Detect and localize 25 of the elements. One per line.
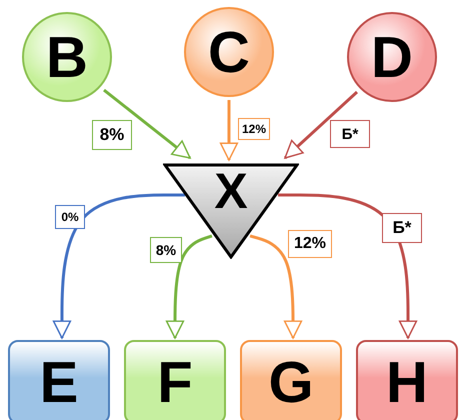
edge-label: 8% <box>92 120 132 150</box>
arrow <box>284 90 358 160</box>
node-letter: G <box>268 348 314 416</box>
edge-label: 0% <box>55 205 85 229</box>
rounded-box <box>124 340 226 420</box>
rounded-box <box>356 340 458 420</box>
edge-label: Б* <box>330 120 370 148</box>
node-letter: B <box>46 24 88 90</box>
arrow <box>220 100 238 161</box>
node-letter: C <box>208 18 250 86</box>
edge-label: 8% <box>150 237 182 263</box>
node-letter: F <box>157 348 193 416</box>
node-letter: D <box>371 24 413 90</box>
rounded-box <box>240 340 342 420</box>
rounded-box <box>8 340 110 420</box>
arrow <box>103 88 191 160</box>
node-letter: H <box>386 348 428 416</box>
edge-label: 12% <box>288 230 332 258</box>
edge-label: Б* <box>382 213 422 243</box>
node-letter: X <box>214 163 248 219</box>
arrow <box>250 234 302 339</box>
edge-label: 12% <box>238 118 270 140</box>
arrow <box>166 234 212 339</box>
arrow <box>52 193 186 339</box>
node-letter: E <box>40 348 78 416</box>
